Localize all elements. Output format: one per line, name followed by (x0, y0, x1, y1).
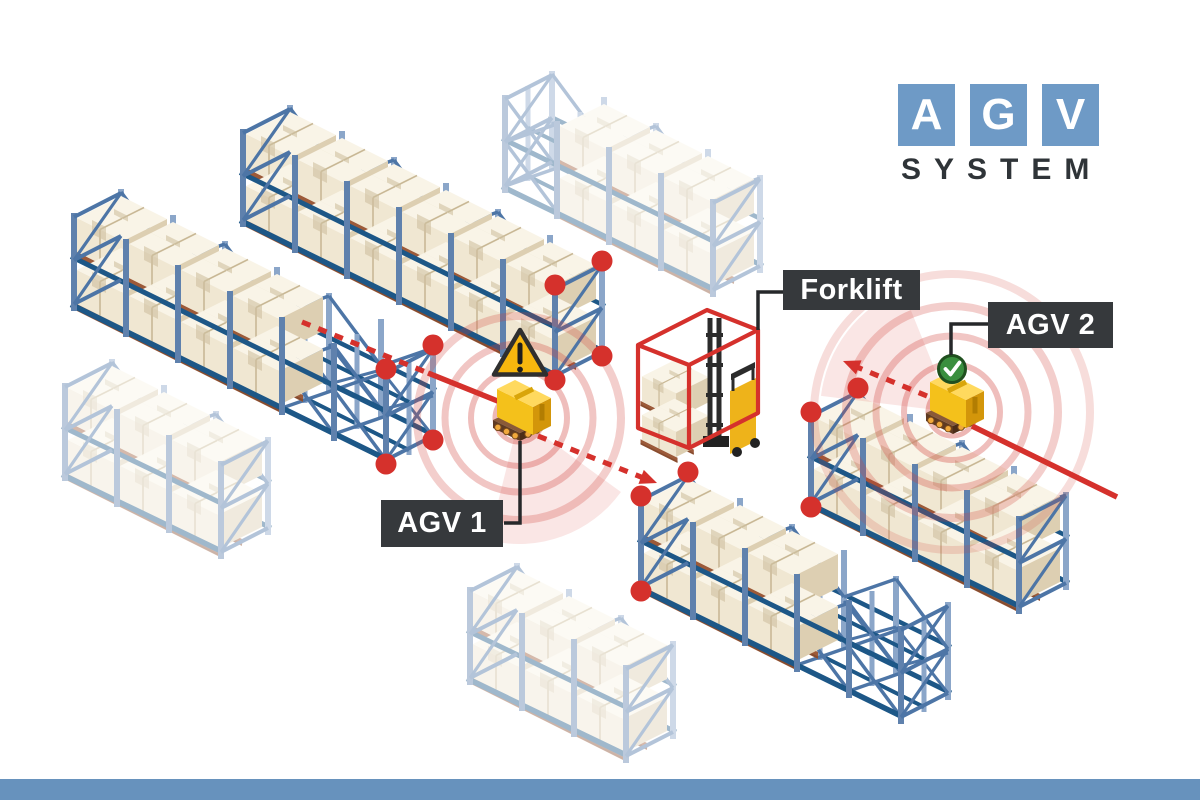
pallet-rack (60, 359, 273, 559)
check-icon (937, 354, 967, 384)
pallet-rack (500, 71, 765, 297)
forklift-zone (635, 307, 761, 463)
pallet-rack (636, 472, 953, 724)
agv1-label: AGV 1 (381, 500, 503, 547)
agv1-robot (493, 380, 551, 441)
callout-connectors (504, 290, 988, 525)
forklift-vehicle (703, 318, 760, 457)
pallet-rack (69, 189, 438, 467)
logo-letter-squares: A G V (898, 84, 1102, 146)
agv-routes (301, 319, 1119, 500)
pallet-rack (806, 388, 1071, 614)
logo-letter-a: A (898, 84, 955, 146)
warning-icon (491, 327, 549, 377)
agv2-label: AGV 2 (988, 302, 1113, 348)
logo-letter-v: V (1042, 84, 1099, 146)
pallet-rack (465, 563, 678, 763)
agv-system-logo: A G V SYSTEM (898, 84, 1102, 187)
footer-bar (0, 779, 1200, 800)
position-marker-dots (375, 250, 869, 602)
forklift-label: Forklift (783, 270, 920, 310)
agv2-robot (926, 373, 984, 434)
logo-word: SYSTEM (901, 153, 1103, 186)
logo-letter-g: G (970, 84, 1027, 146)
